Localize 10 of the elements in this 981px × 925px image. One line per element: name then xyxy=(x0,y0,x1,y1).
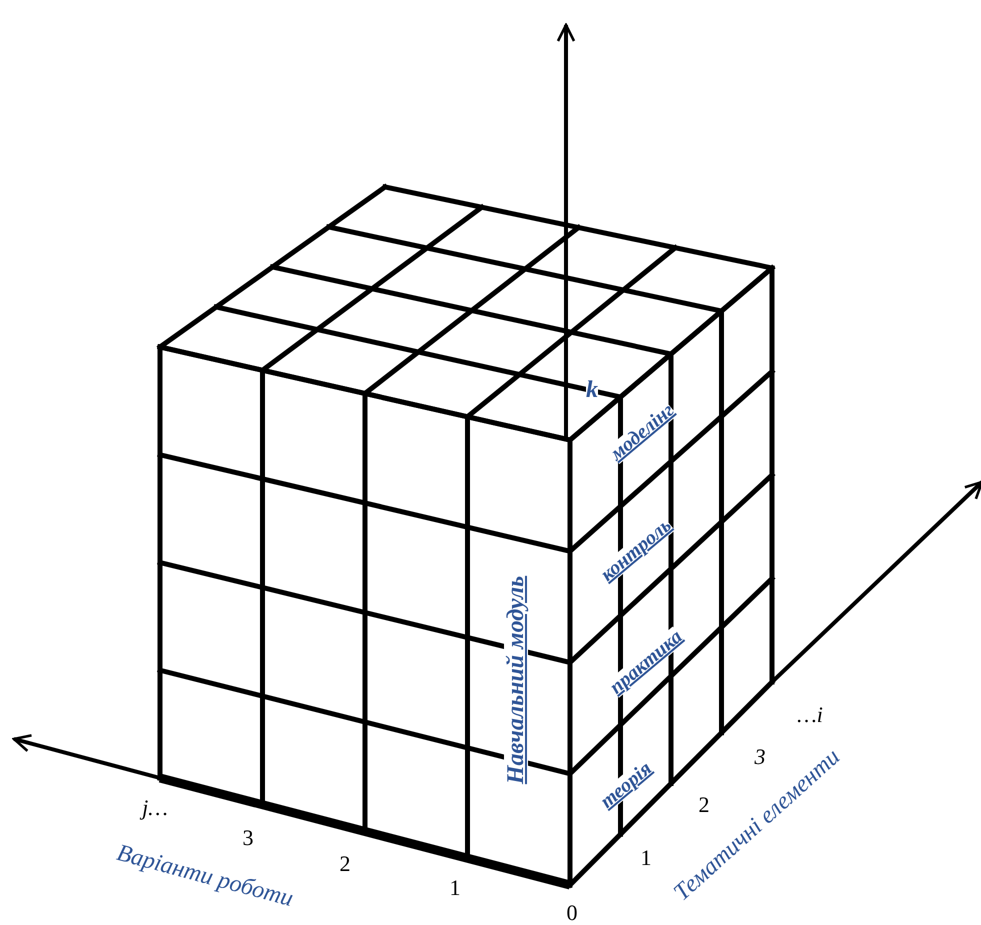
tick-label: 3 xyxy=(754,746,766,768)
axis-label: Навчальний модуль xyxy=(504,576,528,784)
tick-label: 1 xyxy=(450,877,460,899)
tick-label: 2 xyxy=(340,853,350,875)
tick-label: …i xyxy=(797,704,823,726)
tick-label: 2 xyxy=(698,794,710,816)
tick-label: 0 xyxy=(566,902,578,924)
tick-label: 3 xyxy=(242,827,254,849)
tick-label: 1 xyxy=(640,847,652,869)
tick-label: j… xyxy=(142,797,168,819)
